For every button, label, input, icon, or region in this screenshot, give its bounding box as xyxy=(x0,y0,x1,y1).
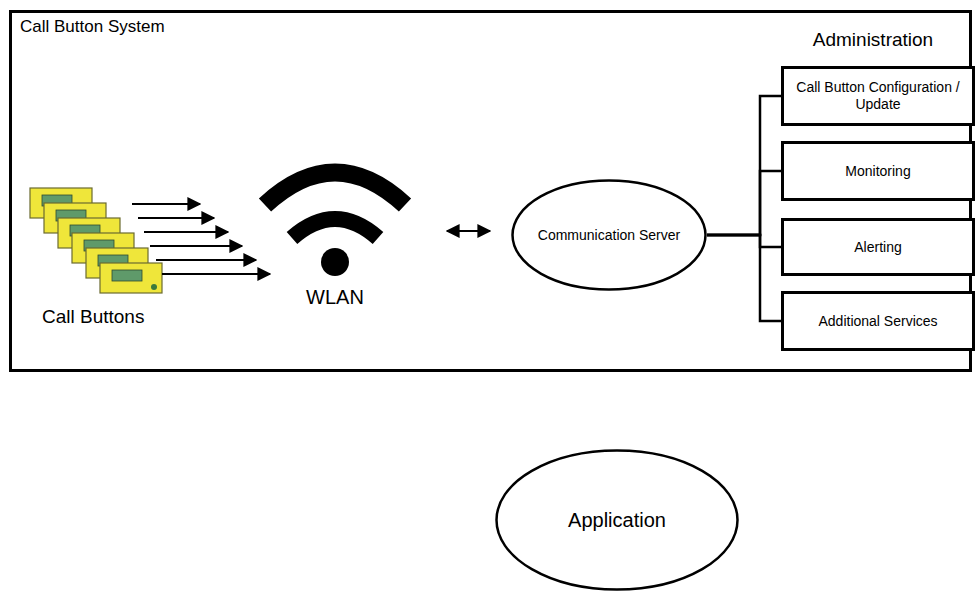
server-ellipse: Communication Server xyxy=(511,179,707,291)
admin-box: Call Button Configuration / Update xyxy=(781,66,975,126)
double-arrow xyxy=(447,230,490,232)
admin-box: Additional Services xyxy=(781,291,975,351)
wifi-symbol xyxy=(265,173,405,277)
connector xyxy=(707,96,781,235)
admin-box: Monitoring xyxy=(781,141,975,201)
node-label: Monitoring xyxy=(845,163,910,180)
node-label: Communication Server xyxy=(538,227,680,244)
signal-arrow xyxy=(150,245,242,247)
node-label: Call Button Configuration / Update xyxy=(792,79,964,113)
group-heading: Administration xyxy=(813,29,933,51)
signal-arrow xyxy=(162,273,270,275)
signal-arrow xyxy=(156,259,256,261)
admin-box: Alerting xyxy=(781,218,975,276)
signal-arrow xyxy=(144,231,228,233)
system-boundary: Call Button SystemCommunication ServerCa… xyxy=(9,10,972,372)
illustration-label: Call Buttons xyxy=(42,306,144,328)
connector xyxy=(707,235,781,321)
connector xyxy=(707,171,781,235)
application-ellipse: Application xyxy=(495,449,739,591)
signal-arrow xyxy=(138,217,214,219)
system-title: Call Button System xyxy=(20,17,165,37)
node-label: Additional Services xyxy=(818,313,937,330)
connector xyxy=(707,235,781,247)
signal-arrows xyxy=(132,204,270,274)
node-label: Application xyxy=(568,508,666,532)
node-label: Alerting xyxy=(854,239,901,256)
call-button-device xyxy=(100,263,162,293)
wifi-label: WLAN xyxy=(306,286,364,309)
signal-arrow xyxy=(132,203,200,205)
